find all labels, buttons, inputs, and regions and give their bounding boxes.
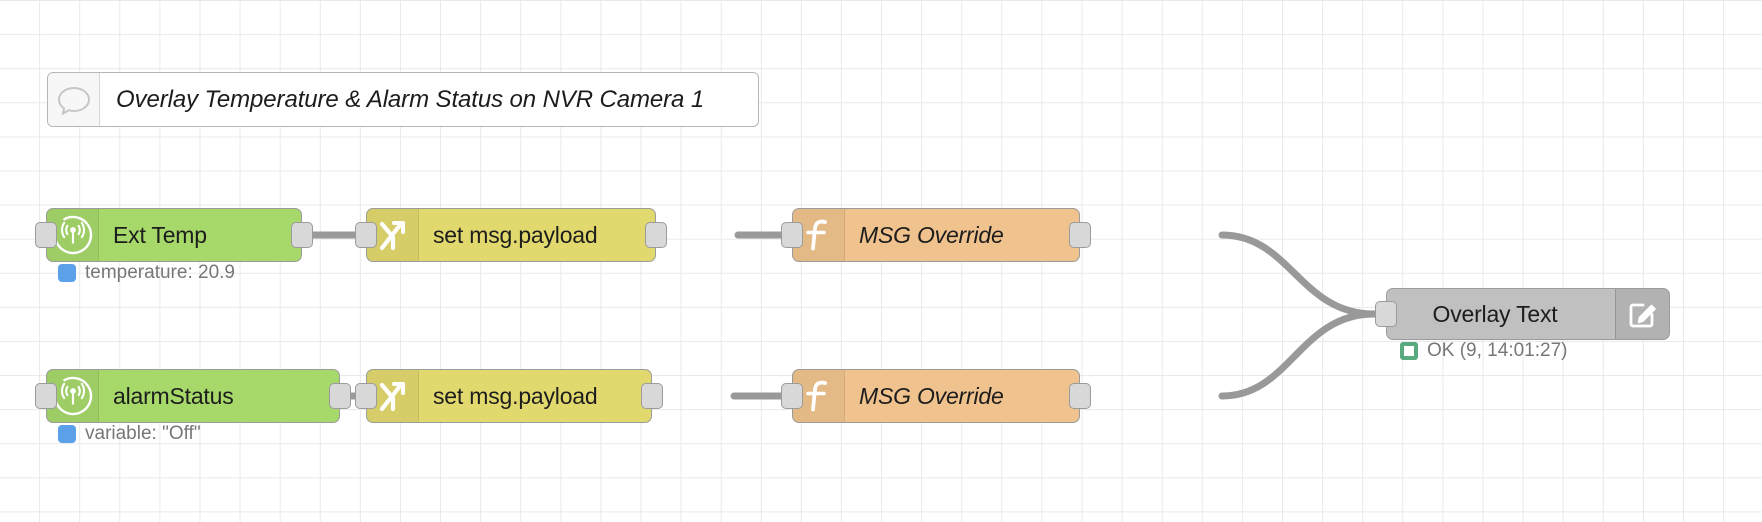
node-change-bottom[interactable]: set msg.payload [355,369,663,423]
node-status-ext-temp: temperature: 20.9 [58,262,235,284]
status-dot [58,264,76,282]
node-port-input[interactable] [35,383,57,409]
node-label: set msg.payload [433,221,598,248]
node-port-input[interactable] [1375,301,1397,327]
node-port-output[interactable] [329,383,351,409]
wire-functionbottom-to-overlay [1218,310,1378,400]
node-port-output[interactable] [645,222,667,248]
node-status-alarm-status: variable: "Off" [58,423,201,445]
node-port-input[interactable] [355,383,377,409]
node-status-overlay-text: OK (9, 14:01:27) [1400,340,1567,362]
node-label: alarmStatus [113,382,234,409]
status-dot [58,425,76,443]
node-port-output[interactable] [1069,222,1091,248]
node-port-input[interactable] [781,383,803,409]
node-port-input[interactable] [35,222,57,248]
node-function-top[interactable]: MSG Override [781,208,1091,262]
node-label: MSG Override [859,221,1004,248]
node-label: Ext Temp [113,221,207,248]
status-text: OK (9, 14:01:27) [1427,340,1568,361]
node-label: set msg.payload [433,382,598,409]
node-function-bottom[interactable]: MSG Override [781,369,1091,423]
node-port-output[interactable] [1069,383,1091,409]
speech-bubble-icon [48,73,100,126]
node-port-output[interactable] [641,383,663,409]
node-port-output[interactable] [291,222,313,248]
node-alarm-status[interactable]: alarmStatus [35,369,351,423]
change-swap-icon [367,209,419,261]
status-text: temperature: 20.9 [85,262,235,283]
edit-pencil-square-icon[interactable] [1615,289,1669,339]
node-label: Overlay Text [1432,300,1558,327]
node-port-input[interactable] [355,222,377,248]
wire-functiontop-to-overlay [1218,231,1378,318]
node-change-top[interactable]: set msg.payload [355,208,667,262]
status-text: variable: "Off" [85,423,201,444]
node-overlay-text[interactable]: Overlay Text [1375,288,1670,340]
node-port-input[interactable] [781,222,803,248]
comment-text: Overlay Temperature & Alarm Status on NV… [116,85,705,113]
node-ext-temp[interactable]: Ext Temp [35,208,313,262]
comment-node[interactable]: Overlay Temperature & Alarm Status on NV… [47,72,759,127]
status-dot [1400,342,1418,360]
node-label: MSG Override [859,382,1004,409]
